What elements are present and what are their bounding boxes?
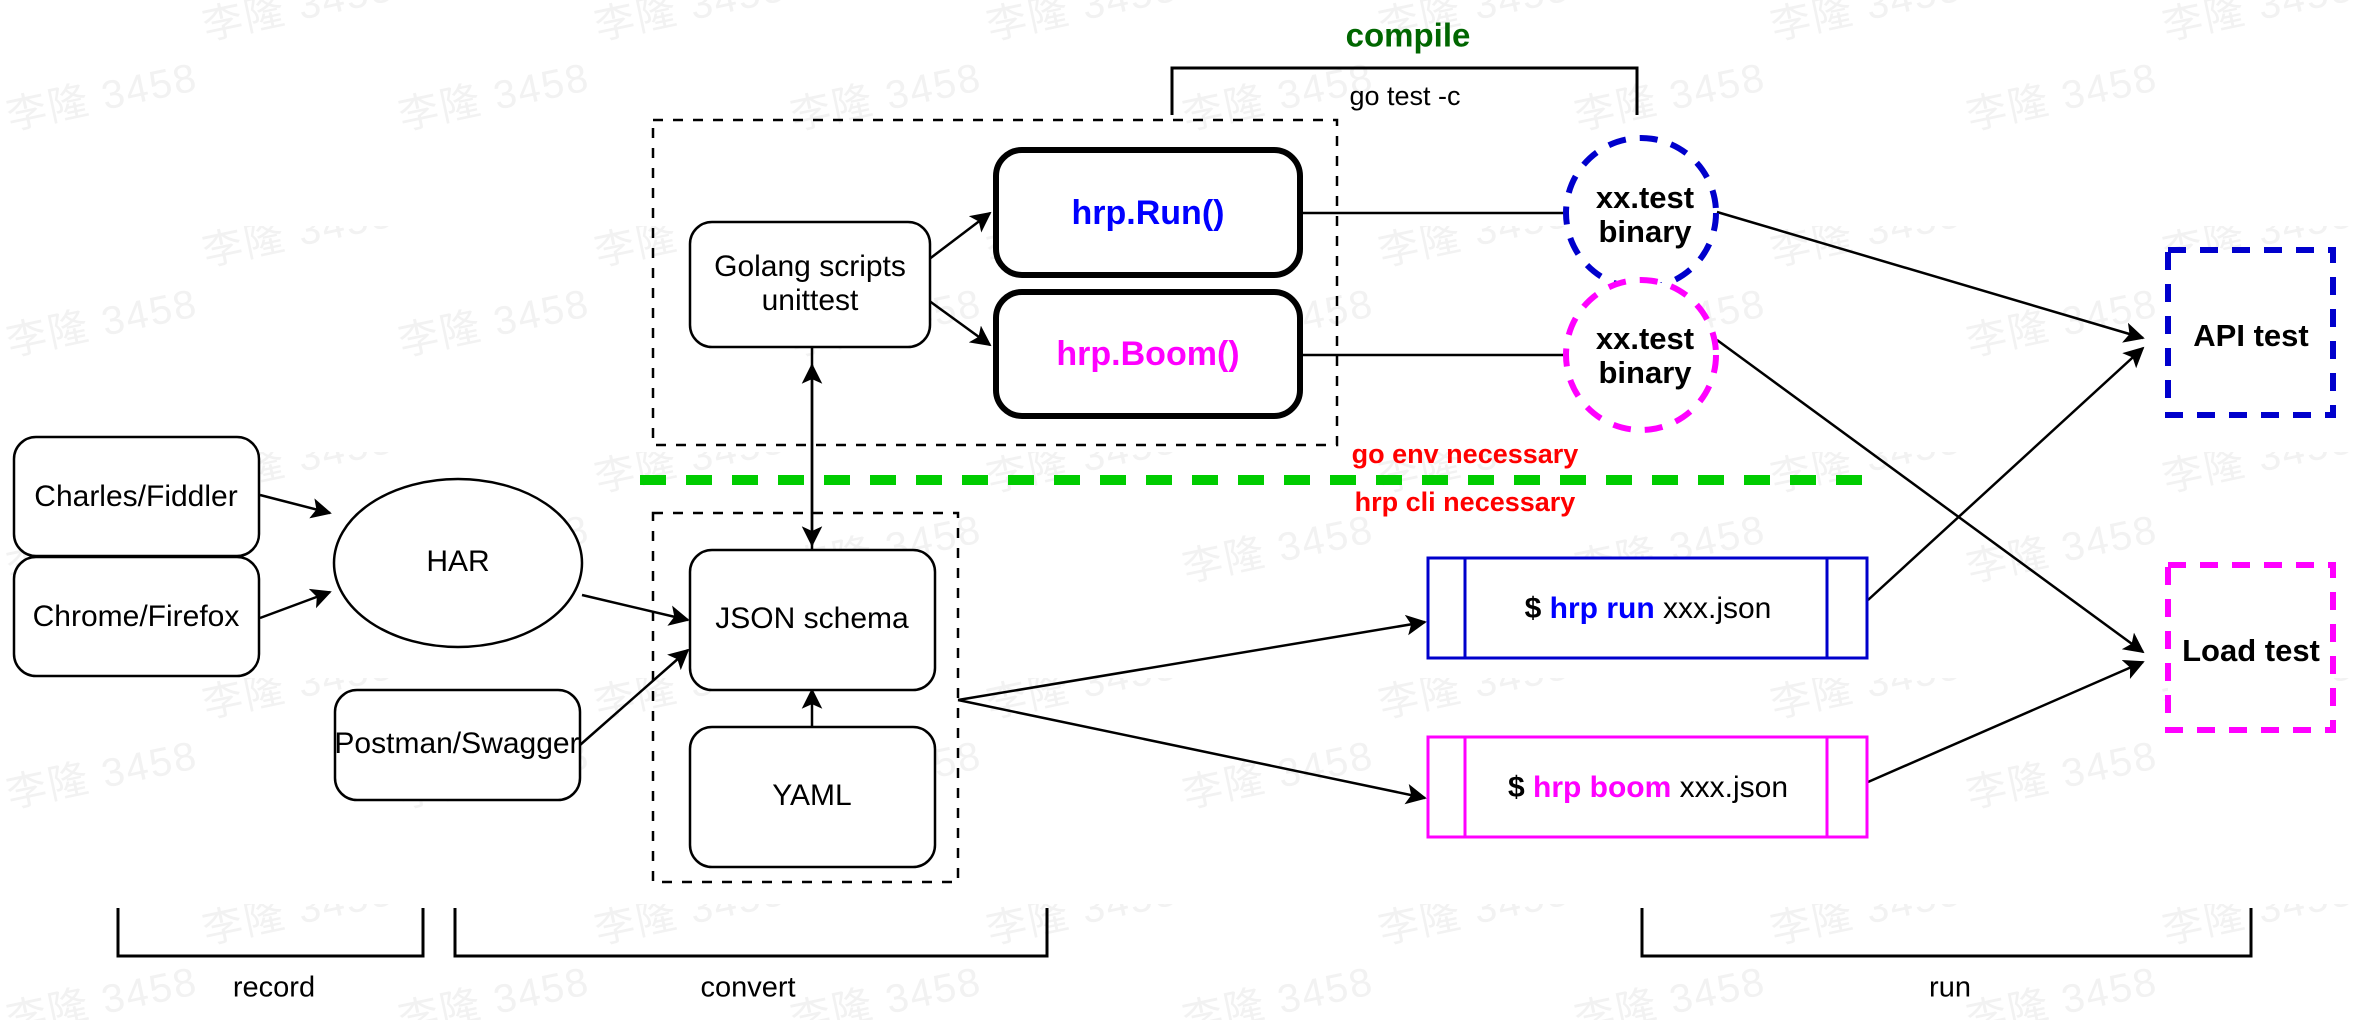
edge-hrp-boom-cmd-to-load-test — [1867, 660, 2145, 784]
chrome-firefox-label: Chrome/Firefox — [33, 600, 240, 633]
hrp-boom-cmd-keyword: hrp boom — [1533, 771, 1671, 804]
chrome-firefox-box[interactable] — [12, 555, 261, 678]
phase-run-label: run — [1929, 972, 1971, 1004]
hrp-run-box[interactable] — [993, 147, 1303, 278]
node-hrp-run[interactable]: hrp.Run() — [993, 147, 1303, 278]
api-test-box[interactable] — [2165, 247, 2336, 418]
hrp-run-label: hrp.Run() — [1072, 194, 1225, 232]
edge-har-to-json — [581, 593, 690, 626]
hrp-boom-cmd-sigil: $ — [1508, 771, 1525, 804]
convert-group-box — [651, 511, 960, 884]
node-hrp-boom-cmd[interactable]: $ hrp boom xxx.json — [1426, 735, 1869, 839]
har-ellipse[interactable] — [332, 477, 584, 649]
postman-swagger-box[interactable] — [333, 688, 582, 802]
yaml-label: YAML — [772, 779, 851, 812]
edge-binary-blue-to-api-test — [1716, 210, 2145, 343]
xx-test-binary-blue-circle[interactable] — [1563, 135, 1719, 291]
node-har[interactable]: HAR — [332, 477, 584, 649]
node-hrp-boom[interactable]: hrp.Boom() — [993, 289, 1303, 419]
hrp-run-cmd-box[interactable] — [1426, 556, 1869, 660]
edge-charles-to-har — [259, 493, 332, 519]
compile-label: compile — [1346, 17, 1471, 54]
hrp-boom-label: hrp.Boom() — [1056, 335, 1239, 373]
node-golang-scripts[interactable]: Golang scripts unittest — [688, 220, 932, 349]
golang-group-box — [651, 118, 1339, 447]
edge-binary-magenta-to-load-test — [1716, 338, 2145, 654]
phase-convert-label: convert — [700, 972, 795, 1004]
hrp-boom-cmd-text: $ hrp boom xxx.json — [1508, 771, 1788, 804]
har-label: HAR — [426, 545, 489, 578]
compile-command-label: go test -c — [1349, 81, 1460, 111]
node-xx-test-binary-magenta[interactable]: xx.test binary — [1563, 277, 1719, 433]
xx-test-binary-blue-label-line1: xx.test — [1596, 180, 1694, 215]
node-load-test[interactable]: Load test — [2165, 562, 2336, 733]
edge-json-to-hrp-run-cmd — [957, 614, 1427, 702]
xx-test-binary-magenta-label-line2: binary — [1598, 355, 1692, 390]
edge-json-to-hrp-boom-cmd — [957, 698, 1427, 805]
api-test-label: API test — [2193, 318, 2308, 353]
xx-test-binary-magenta-label-line1: xx.test — [1596, 321, 1694, 356]
load-test-label: Load test — [2182, 633, 2320, 668]
edge-postman-to-json — [579, 648, 690, 746]
golang-scripts-label-line1: Golang scripts — [714, 250, 906, 283]
run-bracket — [1640, 908, 2253, 958]
postman-swagger-label: Postman/Swagger — [334, 727, 579, 760]
xx-test-binary-blue-label-line2: binary — [1598, 214, 1692, 249]
record-bracket — [116, 908, 425, 958]
json-schema-box[interactable] — [688, 548, 937, 692]
yaml-box[interactable] — [688, 725, 937, 869]
hrp-run-cmd-text: $ hrp run xxx.json — [1525, 592, 1772, 625]
edge-golang-to-hrp-boom — [927, 298, 992, 347]
json-schema-label: JSON schema — [715, 602, 909, 635]
hrp-boom-box[interactable] — [993, 289, 1303, 419]
node-hrp-run-cmd[interactable]: $ hrp run xxx.json — [1426, 556, 1869, 660]
compile-bracket — [1170, 66, 1639, 115]
convert-bracket — [453, 908, 1049, 958]
charles-fiddler-label: Charles/Fiddler — [34, 480, 237, 513]
go-env-necessary-label: go env necessary — [1352, 439, 1579, 469]
hrp-boom-cmd-box[interactable] — [1426, 735, 1869, 839]
load-test-box[interactable] — [2165, 562, 2336, 733]
golang-scripts-box[interactable] — [688, 220, 932, 349]
golang-scripts-label-line2: unittest — [762, 284, 859, 317]
node-postman-swagger[interactable]: Postman/Swagger — [333, 688, 582, 802]
edge-hrp-run-cmd-to-api-test — [1867, 346, 2145, 601]
hrp-run-cmd-sigil: $ — [1525, 592, 1542, 625]
node-api-test[interactable]: API test — [2165, 247, 2336, 418]
node-json-schema[interactable]: JSON schema — [688, 548, 937, 692]
hrp-boom-cmd-arg: xxx.json — [1671, 771, 1788, 804]
node-xx-test-binary-blue[interactable]: xx.test binary — [1563, 135, 1719, 291]
node-charles-fiddler[interactable]: Charles/Fiddler — [12, 435, 261, 558]
edge-golang-to-hrp-run — [927, 211, 992, 261]
hrp-cli-necessary-label: hrp cli necessary — [1355, 487, 1576, 517]
node-chrome-firefox[interactable]: Chrome/Firefox — [12, 555, 261, 678]
node-yaml[interactable]: YAML — [688, 725, 937, 869]
hrp-run-cmd-arg: xxx.json — [1655, 592, 1772, 625]
phase-record-label: record — [233, 972, 315, 1004]
xx-test-binary-magenta-circle[interactable] — [1563, 277, 1719, 433]
edge-chrome-to-har — [259, 588, 332, 620]
hrp-run-cmd-keyword: hrp run — [1550, 592, 1655, 625]
